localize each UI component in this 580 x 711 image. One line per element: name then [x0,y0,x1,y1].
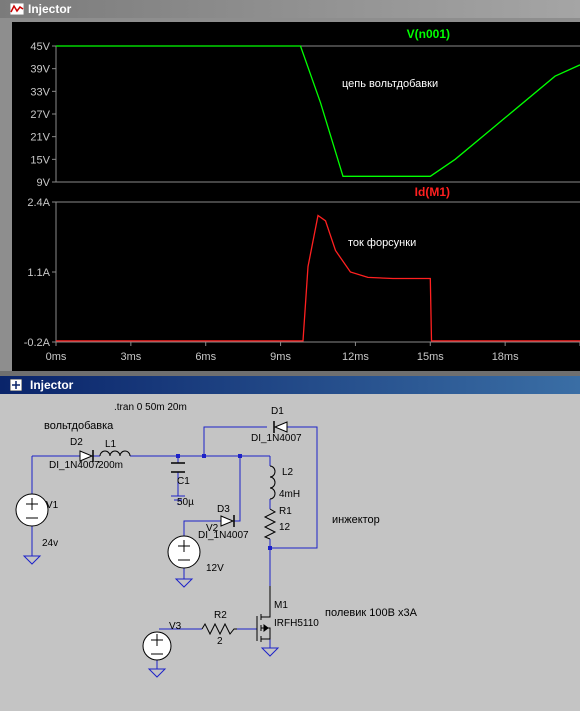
y-tick-label: 27V [30,109,50,121]
ref-d2: D2 [70,437,83,448]
resistor-r2[interactable] [201,622,237,636]
x-tick-label: 0ms [46,351,67,363]
voltage-source-v2[interactable] [167,535,201,569]
schematic-svg: .tran 0 50m 20m вольтдобавка инжектор по… [15,402,418,678]
model-d3: DI_1N4007 [198,530,249,541]
trace-annotation: цепь вольтдобавки [342,78,438,90]
mosfet-m1[interactable] [256,586,271,642]
value-v2: 12V [206,563,224,574]
waveform-title-bar[interactable]: Injector [0,0,580,18]
diode-d2[interactable] [79,450,94,462]
waveform-window: Injector 45V 39V 33V 27V 21V 15V 9V V(n001) цепь… [0,0,580,371]
ref-m1: M1 [274,600,288,611]
schematic-canvas[interactable]: .tran 0 50m 20m вольтдобавка инжектор по… [12,396,572,711]
inductor-l1[interactable] [99,450,131,457]
y-tick-label: 45V [30,41,50,53]
plot-frame [55,45,580,183]
ref-r2: R2 [214,610,227,621]
schematic-window-title: Injector [30,378,74,392]
trace-name[interactable]: Id(M1) [415,185,450,199]
y-tick-label: 9V [37,177,51,189]
waveform-plot-svg: 45V 39V 33V 27V 21V 15V 9V V(n001) цепь вольтдоб… [24,27,580,363]
junctions [176,454,272,550]
y-tick-label: -0.2A [24,337,51,349]
y-tick-label: 21V [30,132,50,144]
waveform-plot-pane[interactable]: 45V 39V 33V 27V 21V 15V 9V V(n001) цепь вольтдоб… [12,22,580,371]
ref-v3: V3 [169,621,182,632]
value-l2: 4mH [279,489,300,500]
y-tick-label: 1.1A [27,267,50,279]
trace-line[interactable] [56,45,580,177]
x-tick-label: 9ms [270,351,291,363]
waveform-window-title: Injector [28,2,72,16]
ground-symbol [22,555,42,565]
plot-frame [55,201,580,343]
ground-symbol [147,668,167,678]
trace-line[interactable] [56,214,580,342]
inductor-l2[interactable] [269,465,276,500]
model-d2: DI_1N4007 [49,460,100,471]
label-boost: вольтдобавка [44,420,114,432]
ref-d1: D1 [271,406,284,417]
x-tick-label: 18ms [492,351,519,363]
voltage-source-v3[interactable] [142,631,172,661]
ground-symbol [171,495,185,505]
trace-annotation: ток форсунки [348,237,416,249]
trace-name[interactable]: V(n001) [407,27,450,41]
value-r2: 2 [217,636,223,647]
wire [234,456,241,522]
value-v1: 24v [42,538,58,549]
capacitor-c1[interactable] [171,462,185,473]
ground-symbol [174,578,194,588]
wire [183,520,221,536]
schematic-window: Injector [0,376,580,711]
y-tick-label: 39V [30,64,50,76]
ground-symbol [260,647,280,657]
wire [271,426,318,549]
model-d1: DI_1N4007 [251,433,302,444]
y-tick-label: 15V [30,154,50,166]
sim-directive[interactable]: .tran 0 50m 20m [114,402,187,413]
diode-d1[interactable] [273,421,288,433]
wire [203,426,267,456]
y-tick-label: 33V [30,86,50,98]
ref-v2: V2 [206,523,219,534]
label-injector: инжектор [332,514,380,526]
ref-c1: C1 [177,476,190,487]
junction-dot [238,454,242,458]
junction-dot [268,546,272,550]
x-tick-label: 12ms [342,351,369,363]
voltage-source-v1[interactable] [15,493,49,527]
plot-window-icon [10,3,24,15]
label-fet-note: полевик 100В x3А [325,607,418,619]
value-c1: 50µ [177,497,194,508]
ref-r1: R1 [279,506,292,517]
model-m1: IRFH5110 [274,618,319,629]
ref-v1: V1 [46,500,59,511]
junction-dot [202,454,206,458]
value-l1: 200m [98,460,123,471]
resistor-r1[interactable] [263,508,277,540]
x-tick-label: 15ms [417,351,444,363]
diode-d3[interactable] [220,515,235,527]
x-tick-label: 6ms [195,351,216,363]
ref-d3: D3 [217,504,230,515]
ref-l2: L2 [282,467,294,478]
schematic-window-icon [10,379,22,391]
y-tick-label: 2.4A [27,197,50,209]
ref-l1: L1 [105,439,117,450]
x-tick-label: 3ms [120,351,141,363]
value-r1: 12 [279,522,291,533]
junction-dot [176,454,180,458]
schematic-title-bar[interactable]: Injector [0,376,580,394]
